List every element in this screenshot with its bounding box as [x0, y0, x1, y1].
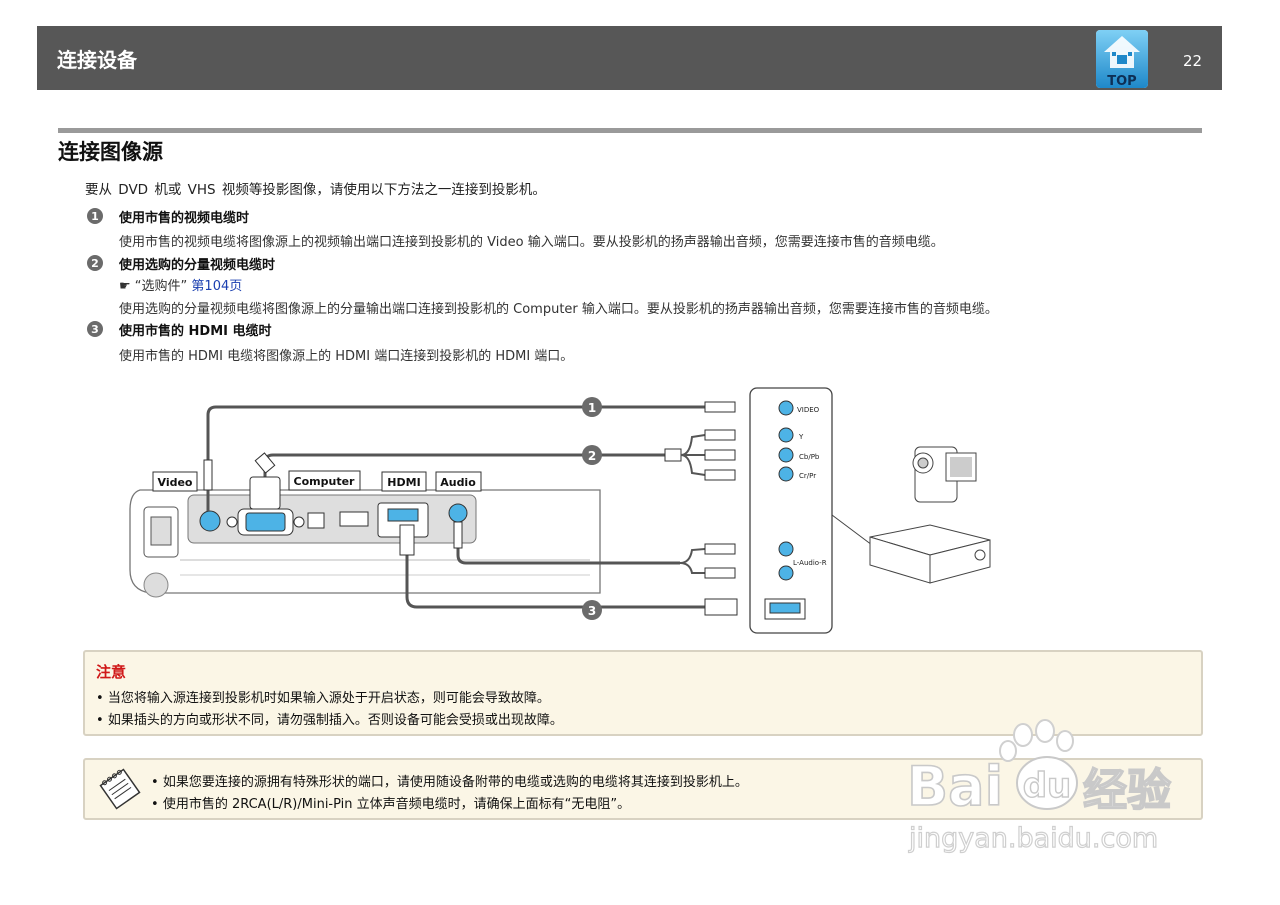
svg-text:Cb/Pb: Cb/Pb — [799, 453, 820, 461]
label-video: Video — [152, 471, 198, 492]
svg-text:2: 2 — [588, 449, 596, 463]
item-text-1: 使用市售的视频电缆将图像源上的视频输出端口连接到投影机的 Video 输入端口。… — [119, 235, 944, 250]
usb-a-port — [339, 511, 369, 527]
header-title: 连接设备 — [57, 48, 137, 72]
item-number-1: 1 — [87, 208, 103, 224]
cable-hdmi — [399, 524, 738, 616]
reference-link[interactable]: 第104页 — [191, 279, 243, 294]
projector-video-port — [199, 510, 221, 532]
camcorder-icon — [912, 446, 977, 503]
top-button[interactable]: TOP — [1096, 30, 1148, 88]
cable-number-1: 1 — [582, 397, 602, 417]
projector — [129, 489, 601, 598]
item-text-3: 使用市售的 HDMI 电缆将图像源上的 HDMI 端口连接到投影机的 HDMI … — [119, 349, 574, 364]
item-title-3: 使用市售的 HDMI 电缆时 — [119, 324, 272, 339]
house-icon: TOP — [1096, 30, 1148, 88]
cable-number-3: 3 — [582, 600, 602, 620]
source-panel: VIDEO Y Cb/Pb Cr/Pr L-Audio-R — [749, 387, 833, 634]
svg-text:Y: Y — [798, 433, 804, 441]
caution-item-1: • 当您将输入源连接到投影机时如果输入源处于开启状态，则可能会导致故障。 — [96, 691, 550, 706]
item-title-2: 使用选购的分量视频电缆时 — [119, 258, 276, 273]
reference-quote: “选购件” — [134, 279, 188, 294]
note-box: • 如果您要连接的源拥有特殊形状的端口，请使用随设备附带的电缆或选购的电缆将其连… — [83, 758, 1203, 820]
projector-computer-port — [226, 508, 305, 536]
svg-text:HDMI: HDMI — [387, 476, 420, 489]
label-computer: Computer — [288, 470, 361, 491]
caution-box: 注意 • 当您将输入源连接到投影机时如果输入源处于开启状态，则可能会导致故障。 … — [83, 650, 1203, 736]
caution-title: 注意 — [96, 663, 127, 681]
section-title: 连接图像源 — [58, 140, 163, 164]
note-item-1: • 如果您要连接的源拥有特殊形状的端口，请使用随设备附带的电缆或选购的电缆将其连… — [151, 775, 748, 790]
cable-video — [203, 401, 736, 511]
label-hdmi: HDMI — [381, 471, 427, 492]
item-text-2: 使用选购的分量视频电缆将图像源上的分量输出端口连接到投影机的 Computer … — [119, 302, 998, 317]
svg-text:Computer: Computer — [294, 475, 356, 488]
svg-text:1: 1 — [588, 401, 596, 415]
item-title-1: 使用市售的视频电缆时 — [119, 211, 250, 226]
svg-text:Video: Video — [158, 476, 193, 489]
cable-component — [249, 429, 736, 510]
item-number-3: 3 — [87, 321, 103, 337]
label-audio: Audio — [435, 471, 482, 492]
reference-line: ☛ “选购件” 第104页 — [119, 275, 242, 294]
dvd-player-icon — [869, 524, 991, 584]
cable-audio — [453, 521, 736, 579]
connection-diagram: Video Computer HDMI Audio — [129, 387, 991, 634]
pointing-hand-icon: ☛ — [119, 279, 131, 294]
svg-text:3: 3 — [588, 604, 596, 618]
page-number: 22 — [1183, 52, 1203, 70]
item-number-2: 2 — [87, 255, 103, 271]
caution-item-2: • 如果插头的方向或形状不同，请勿强制插入。否则设备可能会受损或出现故障。 — [96, 713, 563, 728]
watermark-url: jingyan.baidu.com — [908, 823, 1158, 854]
intro-text: 要从 DVD 机或 VHS 视频等投影图像，请使用以下方法之一连接到投影机。 — [85, 182, 546, 198]
cable-number-2: 2 — [582, 445, 602, 465]
svg-text:VIDEO: VIDEO — [797, 406, 820, 414]
projector-audio-port — [448, 503, 468, 523]
notebook-icon — [99, 768, 141, 810]
header-bar: 连接设备 TOP 22 — [37, 26, 1222, 90]
section-rule — [58, 128, 1202, 133]
svg-text:L-Audio-R: L-Audio-R — [793, 559, 827, 567]
svg-text:Audio: Audio — [440, 476, 476, 489]
usb-b-port — [307, 512, 325, 529]
projector-hdmi-port — [377, 502, 429, 538]
note-item-2: • 使用市售的 2RCA(L/R)/Mini-Pin 立体声音频电缆时，请确保上… — [151, 797, 631, 812]
top-label: TOP — [1107, 74, 1136, 88]
svg-text:Cr/Pr: Cr/Pr — [799, 472, 816, 480]
